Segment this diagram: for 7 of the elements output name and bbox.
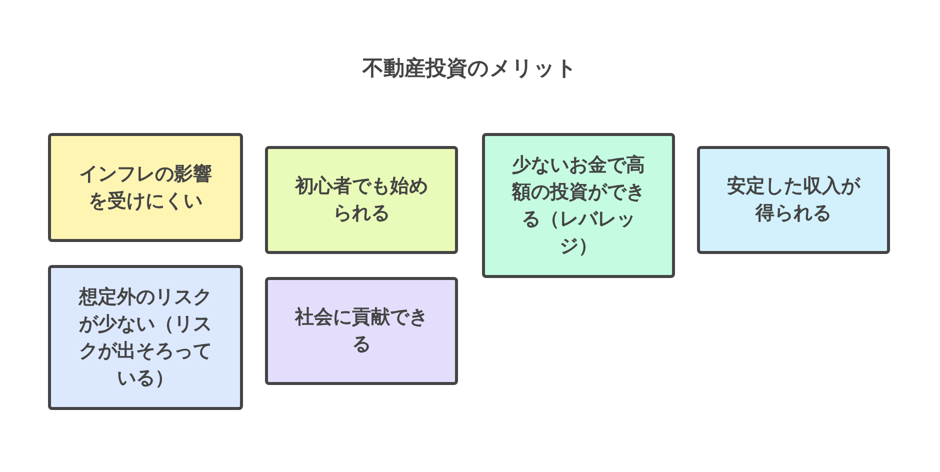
note-card: インフレの影響を受けにくい (48, 133, 243, 242)
note-card: 少ないお金で高額の投資ができる（レバレッジ） (482, 133, 675, 278)
note-card: 社会に貢献できる (265, 277, 458, 385)
title: 不動産投資のメリット (362, 55, 578, 82)
note-card: 安定した収入が得られる (697, 146, 890, 254)
note-card: 初心者でも始められる (265, 146, 458, 254)
note-card: 想定外のリスクが少ない（リスクが出そろっている） (48, 265, 243, 410)
